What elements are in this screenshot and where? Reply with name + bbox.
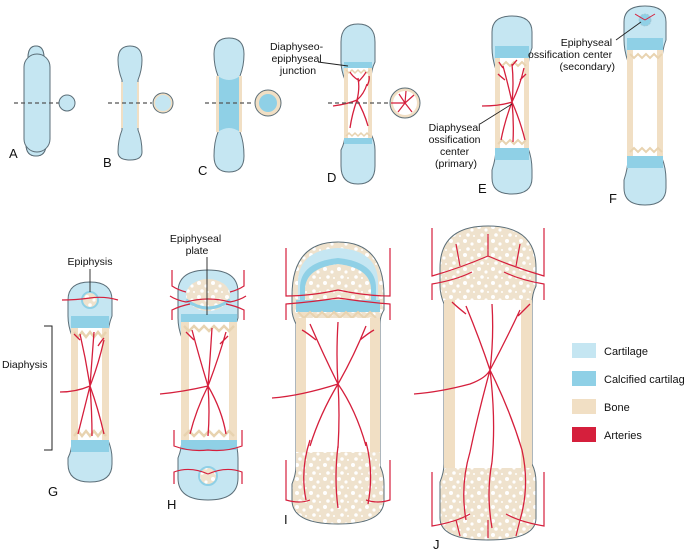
legend-label-bone: Bone bbox=[604, 402, 630, 414]
annotation-primary-line-4: (primary) bbox=[435, 158, 477, 170]
stage-letter-e: E bbox=[478, 181, 487, 196]
stage-letter-b: B bbox=[103, 155, 112, 170]
svg-text:Epiphyseal plate: Epiphyseal plate bbox=[170, 233, 224, 257]
annotation-junction-line-2: epiphyseal bbox=[271, 53, 321, 65]
stage-letter-i: I bbox=[284, 512, 288, 527]
annotation-junction-line-1: Diaphyseo- bbox=[270, 41, 324, 53]
stage-letter-d: D bbox=[327, 170, 336, 185]
svg-text:Epiphyseal ossification: Epiphyseal ossification center (secondar… bbox=[528, 37, 615, 73]
legend-label-cartilage: Cartilage bbox=[604, 346, 648, 358]
legend-label-arteries: Arteries bbox=[604, 430, 642, 442]
annotation-primary-line-3: center bbox=[440, 146, 470, 158]
annotation-plate-line-2: plate bbox=[186, 245, 209, 257]
stage-a bbox=[14, 45, 76, 157]
annotation-primary-line-1: Diaphyseal bbox=[429, 122, 481, 134]
stage-c bbox=[205, 37, 282, 173]
stage-letter-g: G bbox=[48, 484, 58, 499]
annotation-secondary-center: Epiphyseal ossification center (secondar… bbox=[528, 21, 642, 73]
annotation-diaphysis-label: Diaphysis bbox=[2, 359, 48, 371]
stage-j bbox=[413, 225, 545, 541]
stage-letter-f: F bbox=[609, 191, 617, 206]
stage-d bbox=[328, 23, 421, 185]
stage-e bbox=[481, 15, 533, 195]
legend-swatch-cartilage bbox=[572, 343, 596, 358]
legend-swatch-calcified-cartilage bbox=[572, 371, 596, 386]
stage-h bbox=[159, 269, 247, 501]
stage-letter-h: H bbox=[167, 497, 176, 512]
legend: Cartilage Calcified cartilage Bone Arter… bbox=[572, 343, 685, 442]
stage-g bbox=[59, 281, 119, 483]
stage-letter-a: A bbox=[9, 146, 18, 161]
legend-swatch-arteries bbox=[572, 427, 596, 442]
svg-text:Diaphyseal ossification: Diaphyseal ossification center (primary) bbox=[429, 122, 484, 170]
annotation-secondary-line-1: Epiphyseal bbox=[561, 37, 612, 49]
annotation-diaphyseo-junction: Diaphyseo- epiphyseal junction bbox=[270, 41, 349, 77]
annotation-primary-center: Diaphyseal ossification center (primary) bbox=[429, 103, 513, 170]
stage-letter-j: J bbox=[433, 537, 440, 552]
annotation-secondary-line-2: ossification center bbox=[528, 49, 613, 61]
stage-i bbox=[271, 241, 391, 525]
stage-b bbox=[108, 45, 174, 161]
stage-letters: A B C D E F G H I J bbox=[9, 146, 617, 552]
svg-text:Diaphyseo- epiphyseal: Diaphyseo- epiphyseal junction bbox=[270, 41, 326, 77]
annotation-secondary-line-3: (secondary) bbox=[560, 61, 615, 73]
legend-label-calcified-cartilage: Calcified cartilage bbox=[604, 374, 685, 386]
annotation-plate-line-1: Epiphyseal bbox=[170, 233, 221, 245]
annotation-diaphysis: Diaphysis bbox=[2, 325, 53, 451]
legend-swatch-bone bbox=[572, 399, 596, 414]
annotation-epiphysis: Epiphysis bbox=[68, 256, 113, 292]
annotation-epiphysis-label: Epiphysis bbox=[68, 256, 113, 268]
annotation-epiphyseal-plate: Epiphyseal plate bbox=[170, 233, 224, 315]
stage-letter-c: C bbox=[198, 163, 207, 178]
annotation-primary-line-2: ossification bbox=[429, 134, 481, 146]
annotation-junction-line-3: junction bbox=[279, 65, 316, 77]
stage-f bbox=[623, 5, 667, 206]
